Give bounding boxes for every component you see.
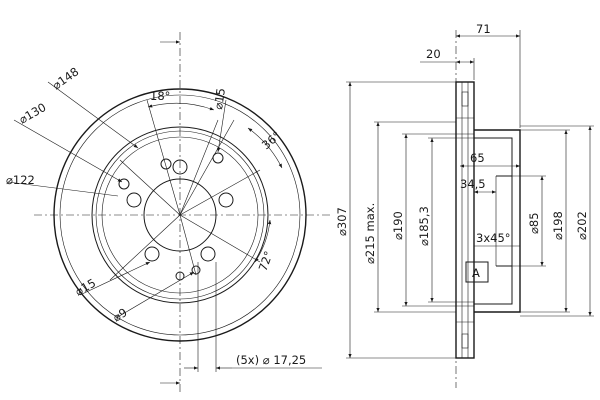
label-d215: ⌀215 max. bbox=[363, 203, 377, 264]
angle-36-arc bbox=[247, 127, 283, 169]
friction-ring bbox=[455, 81, 475, 359]
label-d15-top: ⌀15 bbox=[211, 87, 228, 110]
small-hole bbox=[160, 158, 172, 170]
label-w65: 65 bbox=[470, 151, 485, 165]
label-d190: ⌀190 bbox=[391, 211, 405, 240]
label-d15-left: ⌀15 bbox=[73, 276, 99, 299]
section-view: A 71 20 65 34,5 3x45° ⌀307 ⌀215 max. ⌀19… bbox=[335, 22, 594, 388]
bolt-hole bbox=[126, 192, 142, 208]
friction-ring-outline bbox=[455, 81, 475, 359]
label-ref-a: A bbox=[472, 266, 480, 280]
vent-bottom bbox=[461, 333, 469, 349]
disc-outer-chamfer bbox=[59, 94, 301, 336]
label-d307: ⌀307 bbox=[335, 207, 349, 236]
angle-18-arc bbox=[147, 103, 215, 111]
bolt-holes bbox=[126, 159, 234, 262]
bolt-hole bbox=[200, 246, 216, 262]
label-angle-18: 18° bbox=[150, 89, 170, 103]
hat-section bbox=[474, 129, 521, 313]
vent-top bbox=[461, 91, 469, 107]
label-w71: 71 bbox=[476, 22, 491, 36]
hat-outer bbox=[95, 130, 265, 300]
label-w20: 20 bbox=[426, 47, 441, 61]
small-hole bbox=[212, 152, 224, 164]
label-d148: ⌀148 bbox=[50, 64, 82, 92]
hat-outline bbox=[474, 129, 521, 313]
label-angle-72: 72° bbox=[256, 249, 276, 273]
label-d9: ⌀9 bbox=[110, 305, 130, 324]
angle-72-arc bbox=[254, 219, 272, 263]
reference-box-a bbox=[465, 261, 489, 283]
label-d198: ⌀198 bbox=[551, 211, 565, 240]
label-d130: ⌀130 bbox=[17, 100, 49, 127]
bolt-hole bbox=[172, 159, 188, 175]
disc-outer-edge bbox=[53, 88, 307, 342]
label-holes: (5x) ⌀ 17,25 bbox=[236, 353, 306, 367]
label-chamfer: 3x45° bbox=[476, 231, 511, 245]
bolt-hole bbox=[218, 192, 234, 208]
center-bore bbox=[143, 178, 217, 252]
label-d122: ⌀122 bbox=[6, 173, 35, 187]
friction-ring-inner bbox=[91, 126, 269, 304]
label-d185-3: ⌀185,3 bbox=[417, 206, 431, 246]
label-d202: ⌀202 bbox=[575, 211, 589, 240]
label-w34-5: 34,5 bbox=[460, 177, 486, 191]
small-hole bbox=[118, 178, 130, 190]
label-d85: ⌀85 bbox=[527, 212, 541, 234]
hat-step bbox=[101, 136, 259, 294]
bolt-hole bbox=[144, 246, 160, 262]
leader-lines bbox=[7, 81, 227, 319]
radial-lines bbox=[109, 99, 261, 281]
front-view: ⌀148 ⌀130 ⌀122 ⌀15 ⌀9 ⌀15 18° 36° 72° (5… bbox=[6, 32, 330, 392]
